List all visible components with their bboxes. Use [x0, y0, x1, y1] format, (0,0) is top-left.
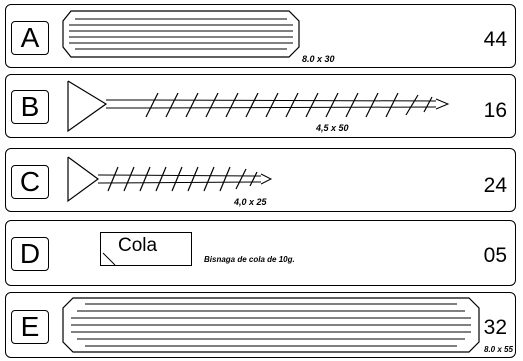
dowel-icon	[62, 10, 300, 58]
screw-icon	[67, 80, 450, 133]
part-dimension: 8.0 x 30	[302, 54, 335, 64]
part-count: 32	[483, 316, 507, 339]
part-dimension: 4,5 x 50	[316, 123, 349, 133]
glue-tube-corner	[102, 252, 116, 266]
part-dimension: 4,0 x 25	[234, 197, 267, 207]
part-row-c: C 4,0 x 25 24	[5, 148, 516, 212]
part-letter-box: A	[11, 21, 49, 55]
part-letter-box: B	[11, 90, 49, 124]
part-row-d: D Cola Bisnaga de cola de 10g. 05	[5, 220, 516, 286]
glue-description: Bisnaga de cola de 10g.	[204, 255, 295, 264]
part-count: 05	[483, 244, 507, 267]
part-row-e: E 32 8.0 x 55	[5, 292, 516, 358]
screw-icon	[67, 156, 273, 203]
part-letter: B	[20, 91, 40, 122]
part-letter: D	[19, 238, 41, 269]
part-letter-box: C	[11, 165, 49, 199]
part-letter: C	[19, 166, 41, 197]
part-letter: A	[20, 22, 40, 53]
part-count: 24	[483, 174, 507, 197]
part-letter-box: D	[11, 237, 49, 271]
part-row-a: A 8.0 x 30 44	[5, 4, 516, 68]
glue-tube-icon: Cola	[100, 232, 192, 266]
part-count: 16	[483, 99, 507, 122]
part-row-b: B 4,5 x 50 16	[5, 74, 516, 138]
dowel-icon	[62, 297, 480, 353]
glue-label: Cola	[118, 235, 158, 256]
part-letter: E	[20, 311, 40, 342]
part-dimension: 8.0 x 55	[484, 345, 513, 354]
part-count: 44	[483, 28, 507, 51]
part-letter-box: E	[11, 310, 49, 344]
